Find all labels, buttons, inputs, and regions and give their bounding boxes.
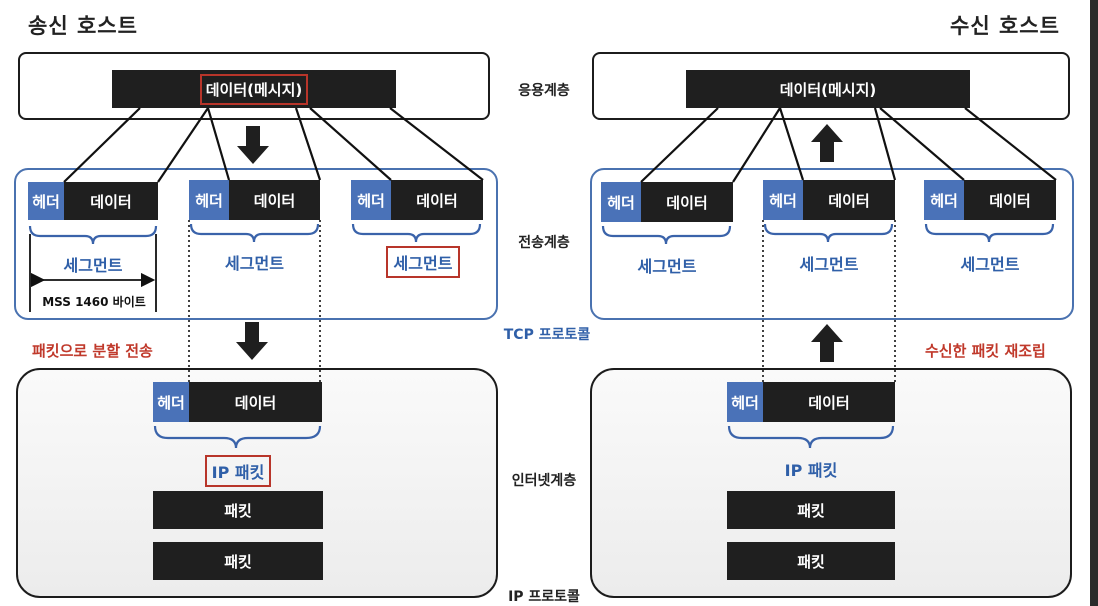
transport-layer-label: 전송계층 [518,235,570,251]
receiver-ip-packet-label: IP 패킷 [784,461,838,480]
sender-split-note: 패킷으로 분할 전송 [32,342,153,360]
sender-segment-2-header: 헤더 [189,180,229,220]
sender-ip-header: 헤더 [153,382,189,422]
receiver-segment-2-header: 헤더 [763,180,803,220]
sender-segment-2-data: 데이터 [229,180,320,220]
sender-host-title: 송신 호스트 [28,14,138,38]
sender-segment-3-label: 세그먼트 [386,246,460,278]
sender-segment-1-label: 세그먼트 [63,256,123,275]
receiver-app-data-bar: 데이터(메시지) [686,70,970,108]
receiver-segment-1-label: 세그먼트 [637,257,697,276]
receiver-fanin-lines [640,107,1057,183]
dotted-guides [188,220,896,382]
receiver-segment-1-header: 헤더 [601,182,641,222]
receiver-packet-1: 패킷 [727,491,895,529]
receiver-segment-3-label: 세그먼트 [960,255,1020,274]
side-scrollbar[interactable] [1090,0,1098,606]
sender-packet-1: 패킷 [153,491,323,529]
sender-packet-2: 패킷 [153,542,323,580]
receiver-packet-2: 패킷 [727,542,895,580]
sender-mss-label: MSS 1460 바이트 [42,295,146,309]
sender-segment-1-header: 헤더 [28,182,64,220]
sender-fanout-lines [63,107,484,183]
receiver-segment-2-data: 데이터 [803,180,895,220]
braces [28,223,1055,449]
sender-ip-packet-label: IP 패킷 [205,455,271,487]
sender-segment-3-data: 데이터 [391,180,483,220]
sender-ip-data: 데이터 [189,382,322,422]
receiver-segment-1-data: 데이터 [641,182,733,222]
receiver-segment-3-header: 헤더 [924,180,964,220]
tcp-protocol-label: TCP 프로토콜 [503,327,591,343]
sender-application-box [18,52,490,120]
sender-segment-3-header: 헤더 [351,180,391,220]
receiver-ip-data: 데이터 [763,382,895,422]
receiver-segment-2-label: 세그먼트 [799,255,859,274]
ip-protocol-label: IP 프로토콜 [508,589,580,605]
receiver-app-data-label: 데이터(메시지) [779,80,877,99]
mss-measure [29,234,157,312]
sender-segment-1-data: 데이터 [64,182,158,220]
application-layer-label: 응용계층 [518,83,570,99]
sender-segment-2-label: 세그먼트 [225,254,284,273]
receiver-host-title: 수신 호스트 [950,14,1060,38]
internet-layer-label: 인터넷계층 [511,473,577,489]
sender-app-data-bar: 데이터(메시지) [112,70,396,108]
receiver-reassemble-note: 수신한 패킷 재조립 [925,342,1046,360]
receiver-segment-3-data: 데이터 [964,180,1056,220]
receiver-ip-header: 헤더 [727,382,763,422]
sender-app-data-label: 데이터(메시지) [199,73,309,105]
flow-arrows [236,124,843,362]
